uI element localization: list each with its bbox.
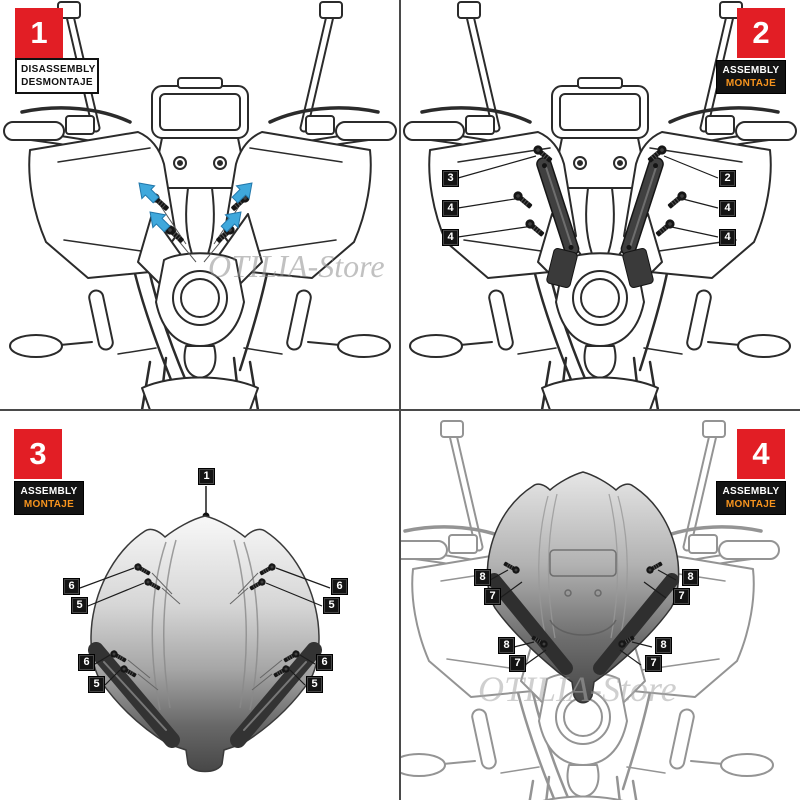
callout-4: 4 <box>719 200 736 217</box>
motorcycle-line-art <box>0 0 400 410</box>
callout-2: 2 <box>719 170 736 187</box>
step-label-es: MONTAJE <box>23 499 75 510</box>
callout-6: 6 <box>78 654 95 671</box>
callout-leader-lines <box>489 569 677 666</box>
step-badge: 2 <box>737 8 785 58</box>
step-label: ASSEMBLY MONTAJE <box>716 481 786 515</box>
panel-2-assembly-brackets: 2 ASSEMBLY MONTAJE 3 4 4 2 4 4 <box>400 0 800 410</box>
step-label-en: ASSEMBLY <box>722 65 780 76</box>
motorcycle-line-art <box>400 0 800 410</box>
panel-3-assembly-windscreen: 3 ASSEMBLY MONTAJE 1 6 5 6 5 6 5 6 5 <box>0 410 400 800</box>
step-label-es: MONTAJE <box>725 78 777 89</box>
callout-7: 7 <box>673 588 690 605</box>
step-badge: 3 <box>14 429 62 479</box>
callout-5: 5 <box>306 676 323 693</box>
callout-leader-lines <box>79 567 331 686</box>
step-label-en: ASSEMBLY <box>722 486 780 497</box>
vertical-divider <box>399 0 401 800</box>
callout-6: 6 <box>331 578 348 595</box>
step-label-es: DESMONTAJE <box>21 77 93 88</box>
callout-6: 6 <box>63 578 80 595</box>
callout-8: 8 <box>682 569 699 586</box>
callout-7: 7 <box>509 655 526 672</box>
callout-leader-lines <box>457 155 719 238</box>
horizontal-divider <box>0 409 800 411</box>
callout-5: 5 <box>88 676 105 693</box>
windscreen-diagram <box>79 486 331 773</box>
callout-4: 4 <box>442 200 459 217</box>
callout-1: 1 <box>198 468 215 485</box>
step-label-es: MONTAJE <box>725 499 777 510</box>
step-label: DISASSEMBLY DESMONTAJE <box>15 58 99 94</box>
step-label: ASSEMBLY MONTAJE <box>716 60 786 94</box>
windscreen <box>486 471 680 704</box>
callout-5: 5 <box>323 597 340 614</box>
step-number: 4 <box>752 436 770 471</box>
callout-8: 8 <box>474 569 491 586</box>
panel-4-assembly-installed: 4 ASSEMBLY MONTAJE 8 7 8 7 8 7 8 7 OTILI… <box>400 410 800 800</box>
callout-3: 3 <box>442 170 459 187</box>
panel-1-disassembly: 1 DISASSEMBLY DESMONTAJE OTILIA-Store <box>0 0 400 410</box>
step-badge: 4 <box>737 429 785 479</box>
step-label: ASSEMBLY MONTAJE <box>14 481 84 515</box>
step-badge: 1 <box>15 8 63 58</box>
callout-6: 6 <box>316 654 333 671</box>
callout-8: 8 <box>655 637 672 654</box>
step-label-en: ASSEMBLY <box>20 486 78 497</box>
callout-5: 5 <box>71 597 88 614</box>
callout-4: 4 <box>719 229 736 246</box>
motorcycle-with-windscreen <box>400 410 800 800</box>
step-label-en: DISASSEMBLY <box>21 64 96 75</box>
step-number: 2 <box>752 15 770 50</box>
windscreen <box>90 515 320 773</box>
callout-4: 4 <box>442 229 459 246</box>
step-number: 1 <box>30 15 48 50</box>
callout-7: 7 <box>645 655 662 672</box>
callout-8: 8 <box>498 637 515 654</box>
step-number: 3 <box>29 436 47 471</box>
callout-7: 7 <box>484 588 501 605</box>
